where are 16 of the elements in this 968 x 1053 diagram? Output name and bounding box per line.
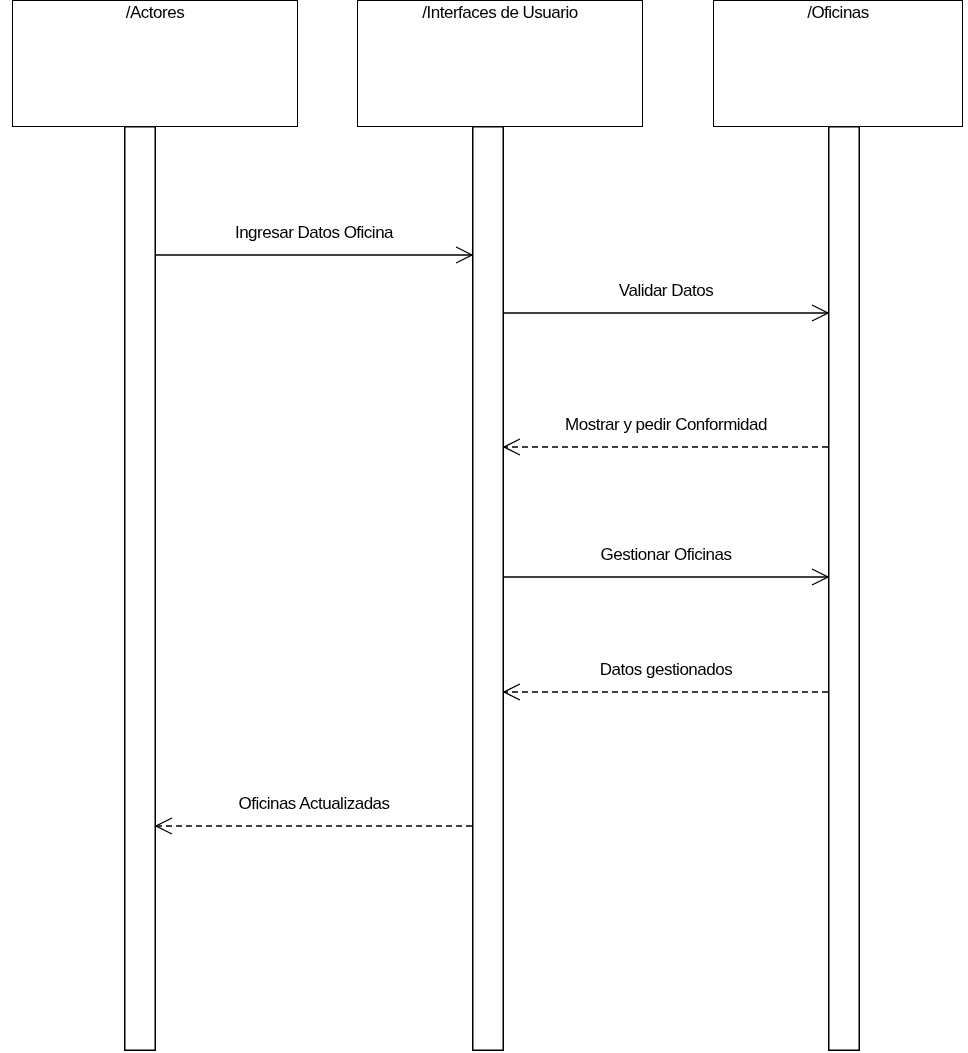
lifeline-box — [12, 0, 298, 127]
lifeline-title: /Oficinas — [807, 3, 869, 23]
activation-bar — [124, 126, 156, 1051]
lifeline-box — [713, 0, 963, 127]
lifeline-title: /Interfaces de Usuario — [422, 3, 578, 23]
return-message-arrow — [503, 683, 829, 701]
message-arrow — [503, 568, 829, 586]
activation-bar — [472, 126, 504, 1051]
activation-bar — [828, 126, 860, 1051]
return-message-arrow — [503, 438, 829, 456]
message-arrow — [155, 246, 473, 264]
return-message-arrow — [155, 817, 473, 835]
message-label: Mostrar y pedir Conformidad — [563, 415, 769, 435]
lifeline-box — [357, 0, 643, 127]
lifeline-title: /Actores — [125, 3, 185, 23]
message-arrow — [503, 304, 829, 322]
